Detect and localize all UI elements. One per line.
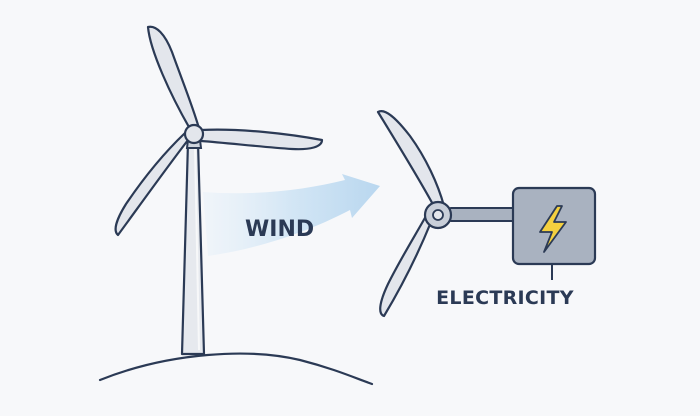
turbine-tower	[180, 140, 206, 356]
wind-arrow	[203, 174, 380, 256]
small-turbine-blade-bottom	[379, 214, 433, 318]
small-turbine-blade-top	[376, 110, 446, 212]
turbine-hub	[183, 123, 205, 145]
small-turbine-hub-center	[432, 209, 444, 221]
tower-highlight	[194, 145, 200, 351]
electricity-label: ELECTRICITY	[436, 287, 574, 309]
wind-label: WIND	[245, 217, 314, 242]
generator-shaft	[448, 207, 516, 222]
turbine-blade-left	[114, 131, 190, 237]
ground-hill	[98, 352, 374, 386]
turbine-blade-right	[199, 128, 324, 151]
turbine-blade-top	[146, 25, 202, 136]
lightning-bolt-icon	[539, 205, 567, 253]
